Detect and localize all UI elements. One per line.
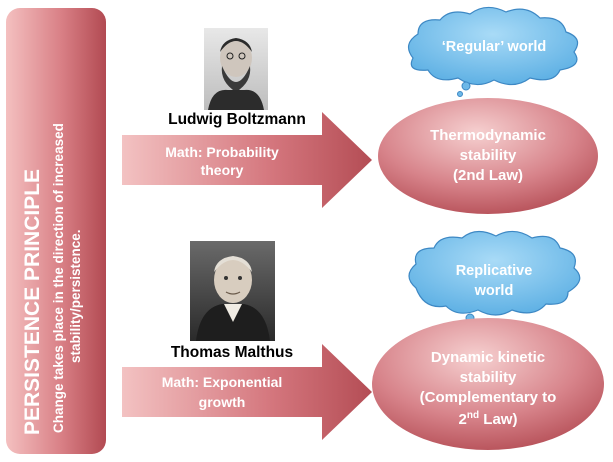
cloud-label-replicative-line1: Replicative [456, 263, 533, 279]
math-arrow-malthus: Math: Exponential growth [122, 344, 372, 440]
math-label-boltzmann-line2: theory [201, 162, 244, 178]
ellipse-dks-line4-sup: nd [467, 410, 479, 421]
principle-title: PERSISTENCE PRINCIPLE [21, 169, 44, 435]
ellipse-text-thermo-line1: Thermodynamic [430, 127, 546, 144]
cloud-regular-world: ‘Regular’ world [407, 6, 579, 97]
ellipse-text-dks-line1: Dynamic kinetic [431, 349, 545, 366]
ellipse-text-thermo-line3: (2nd Law) [453, 167, 523, 184]
math-arrow-boltzmann: Math: Probability theory [122, 112, 372, 208]
cloud-label-regular-world: ‘Regular’ world [442, 39, 546, 55]
ellipse-dynamic-kinetic-stability: Dynamic kinetic stability (Complementary… [372, 318, 604, 450]
ellipse-dks-line4-rest: Law) [479, 411, 517, 428]
ellipse-text-dks-line2: stability [460, 369, 517, 386]
ellipse-text-dks-line4: 2nd Law) [459, 410, 518, 428]
ellipse-dks-line4-base: 2 [459, 411, 467, 428]
malthus-portrait [190, 241, 275, 341]
person-name-boltzmann: Ludwig Boltzmann [168, 111, 306, 128]
boltzmann-portrait [204, 28, 268, 110]
cloud-label-replicative-line2: world [474, 283, 514, 299]
person-name-malthus: Thomas Malthus [171, 344, 293, 361]
math-label-malthus-line1: Math: Exponential [162, 374, 283, 390]
persistence-principle-bar: PERSISTENCE PRINCIPLE Change takes place… [6, 8, 106, 454]
ellipse-thermodynamic-stability: Thermodynamic stability (2nd Law) [378, 98, 598, 214]
principle-text-line2: stability/persistence. [68, 229, 83, 363]
math-label-boltzmann-line1: Math: Probability [165, 144, 279, 160]
ellipse-text-thermo-line2: stability [460, 147, 517, 164]
math-label-malthus-line2: growth [199, 394, 246, 410]
ellipse-text-dks-line3: (Complementary to [420, 389, 557, 406]
cloud-replicative-world: Replicative world [408, 230, 581, 330]
principle-text-line1: Change takes place in the direction of i… [51, 123, 66, 433]
